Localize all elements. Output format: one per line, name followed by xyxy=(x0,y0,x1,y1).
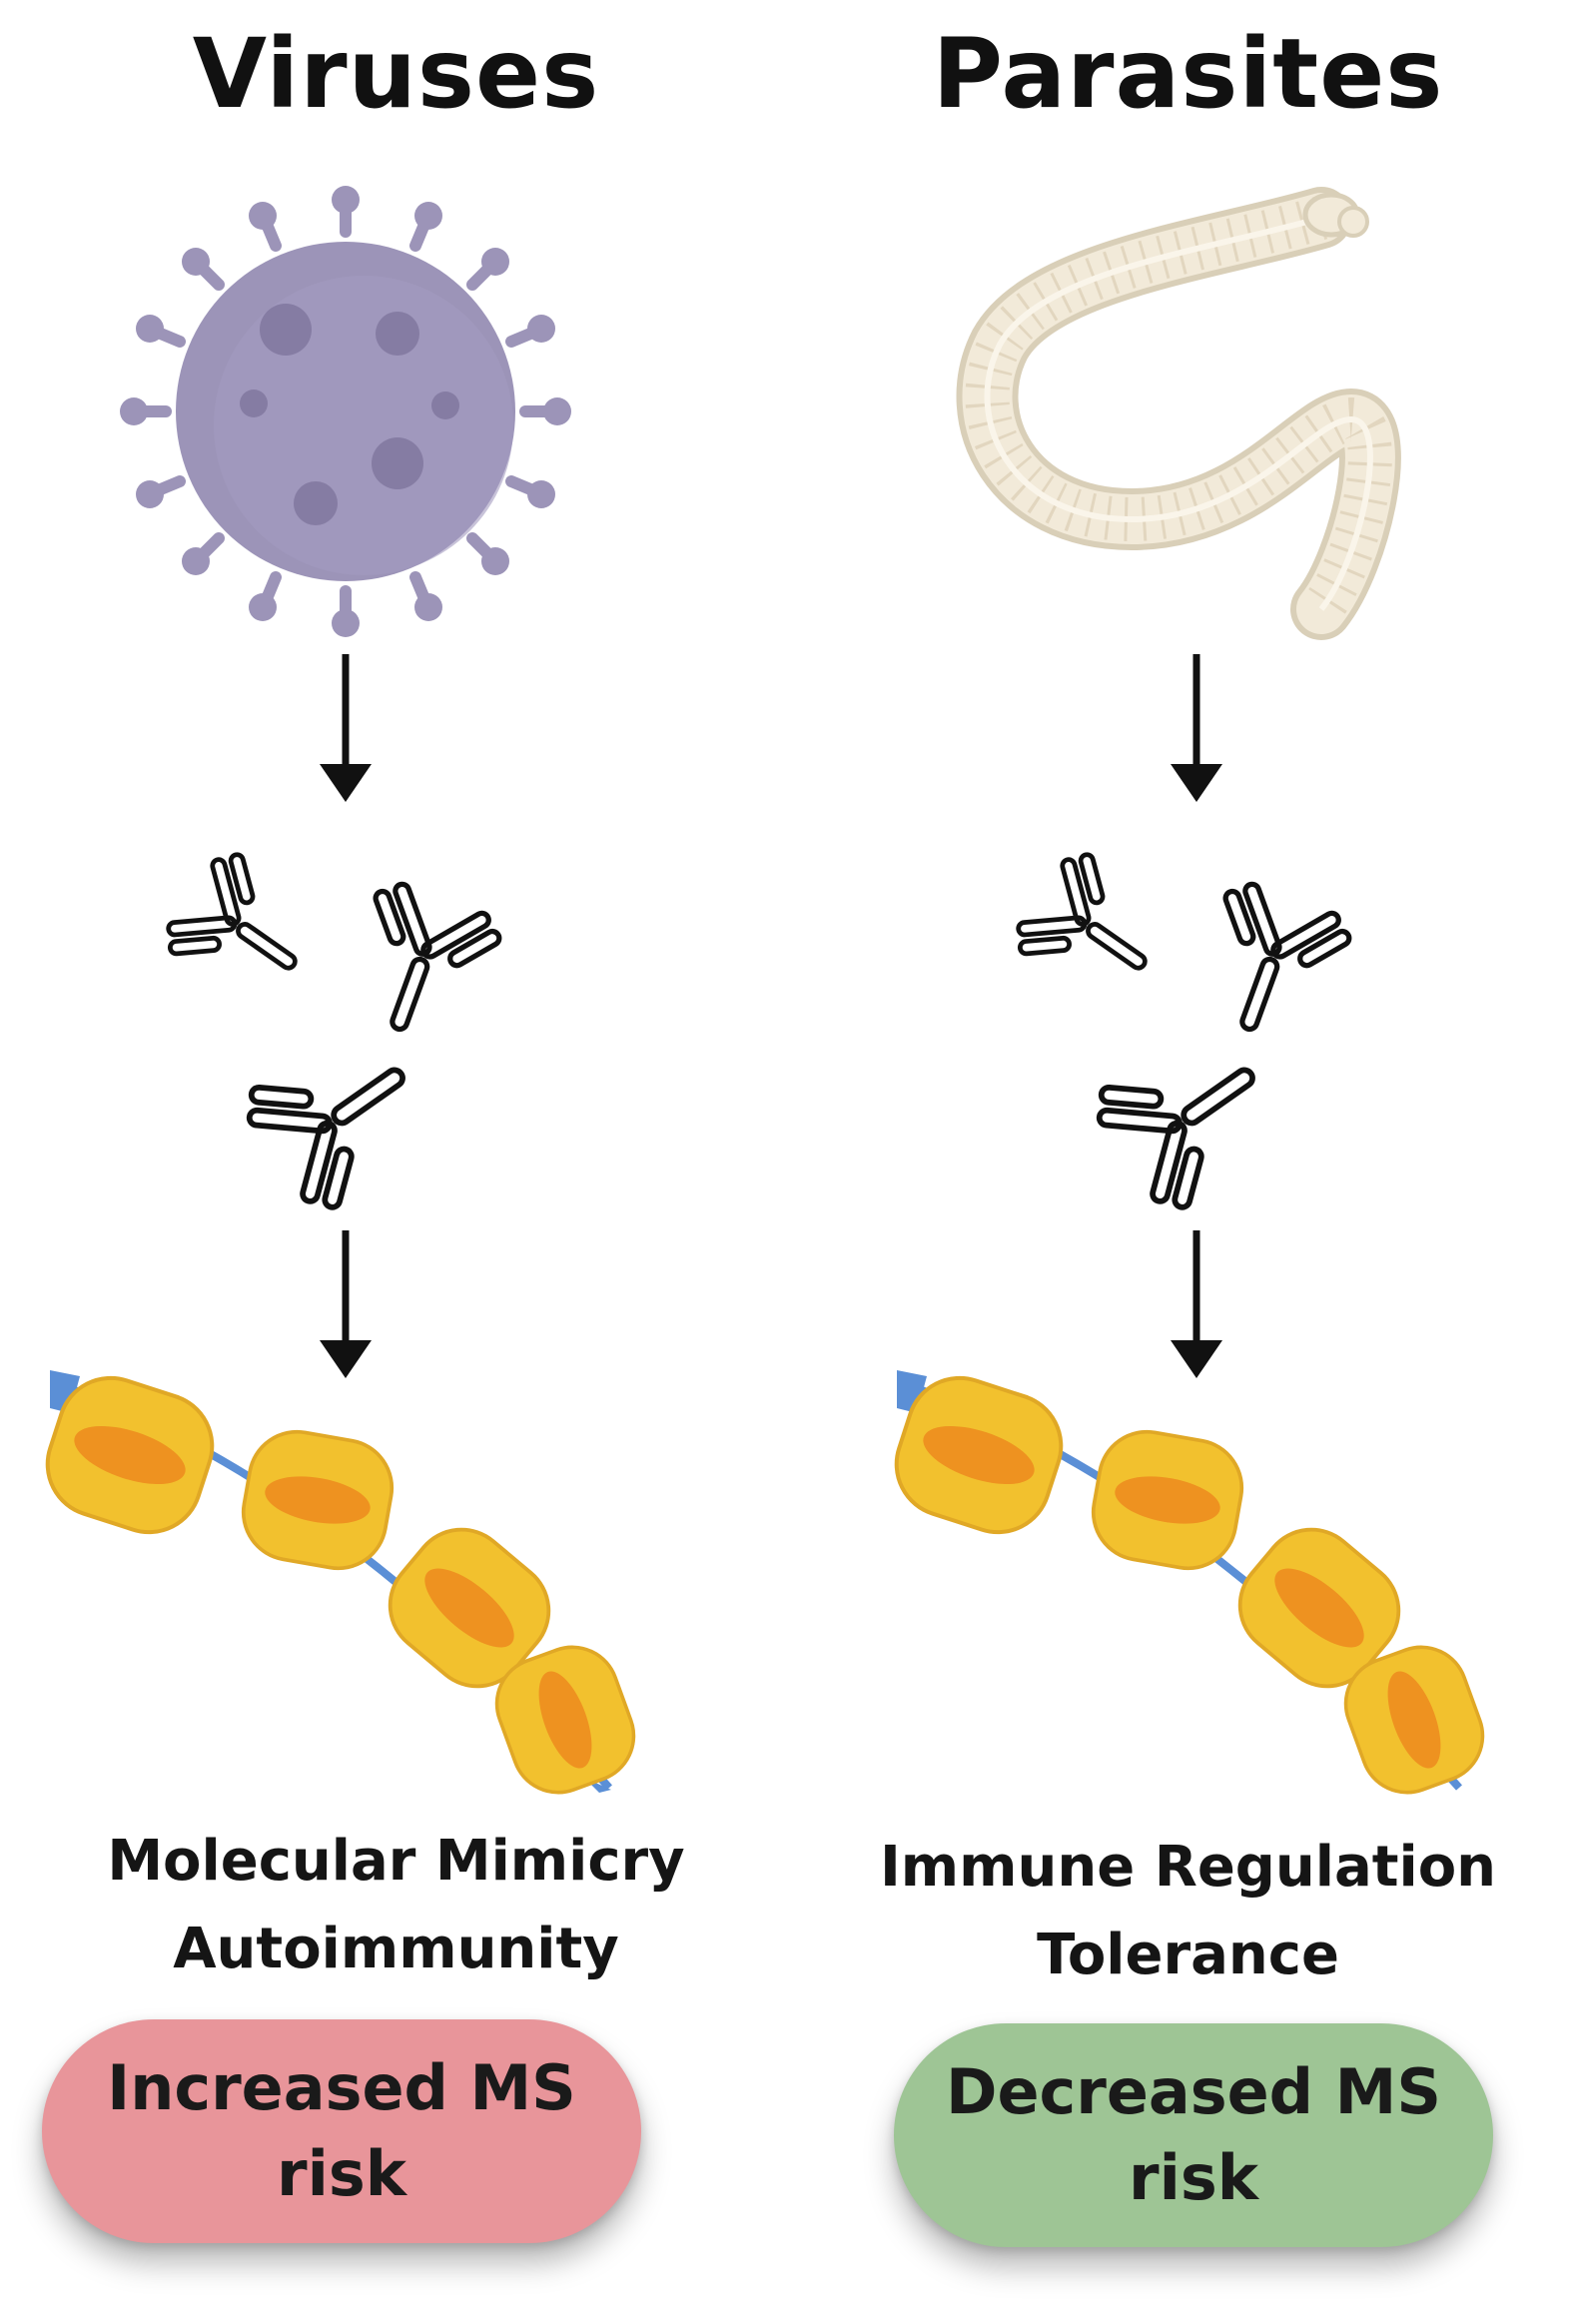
caption-line-2: Tolerance xyxy=(1037,1923,1339,1987)
viruses-title: Viruses xyxy=(192,18,600,130)
antibodies-icon xyxy=(1004,842,1359,1223)
caption-line-1: Immune Regulation xyxy=(879,1835,1497,1900)
down-arrow-icon xyxy=(320,654,372,802)
caption-line-2: Autoimmunity xyxy=(173,1917,619,1981)
parasites-mechanism-caption: Immune Regulation Tolerance xyxy=(792,1824,1584,1999)
viruses-column: Viruses xyxy=(0,18,792,2243)
badge-line-1: Decreased MS xyxy=(946,2055,1441,2128)
badge-line-2: risk xyxy=(1129,2141,1258,2214)
parasites-title: Parasites xyxy=(932,18,1444,130)
parasites-artwork xyxy=(881,187,1498,1808)
down-arrow-icon xyxy=(1171,1230,1222,1378)
increased-ms-risk-badge: Increased MS risk xyxy=(42,2019,641,2243)
badge-line-2: risk xyxy=(277,2137,406,2210)
myelinated-axon-icon xyxy=(32,1362,649,1808)
badge-line-1: Increased MS xyxy=(107,2051,576,2124)
down-arrow-icon xyxy=(1171,654,1222,802)
decreased-ms-risk-badge: Decreased MS risk xyxy=(894,2023,1493,2247)
viruses-artwork xyxy=(32,186,649,1808)
virus-icon xyxy=(120,186,571,637)
antibodies-icon xyxy=(154,842,509,1223)
caption-line-1: Molecular Mimicry xyxy=(107,1829,685,1894)
myelinated-axon-icon xyxy=(881,1362,1498,1808)
parasites-column: Parasites xyxy=(792,0,1584,2324)
parasitic-worm-icon xyxy=(956,187,1401,640)
viruses-mechanism-caption: Molecular Mimicry Autoimmunity xyxy=(0,1818,792,1993)
down-arrow-icon xyxy=(320,1230,372,1378)
